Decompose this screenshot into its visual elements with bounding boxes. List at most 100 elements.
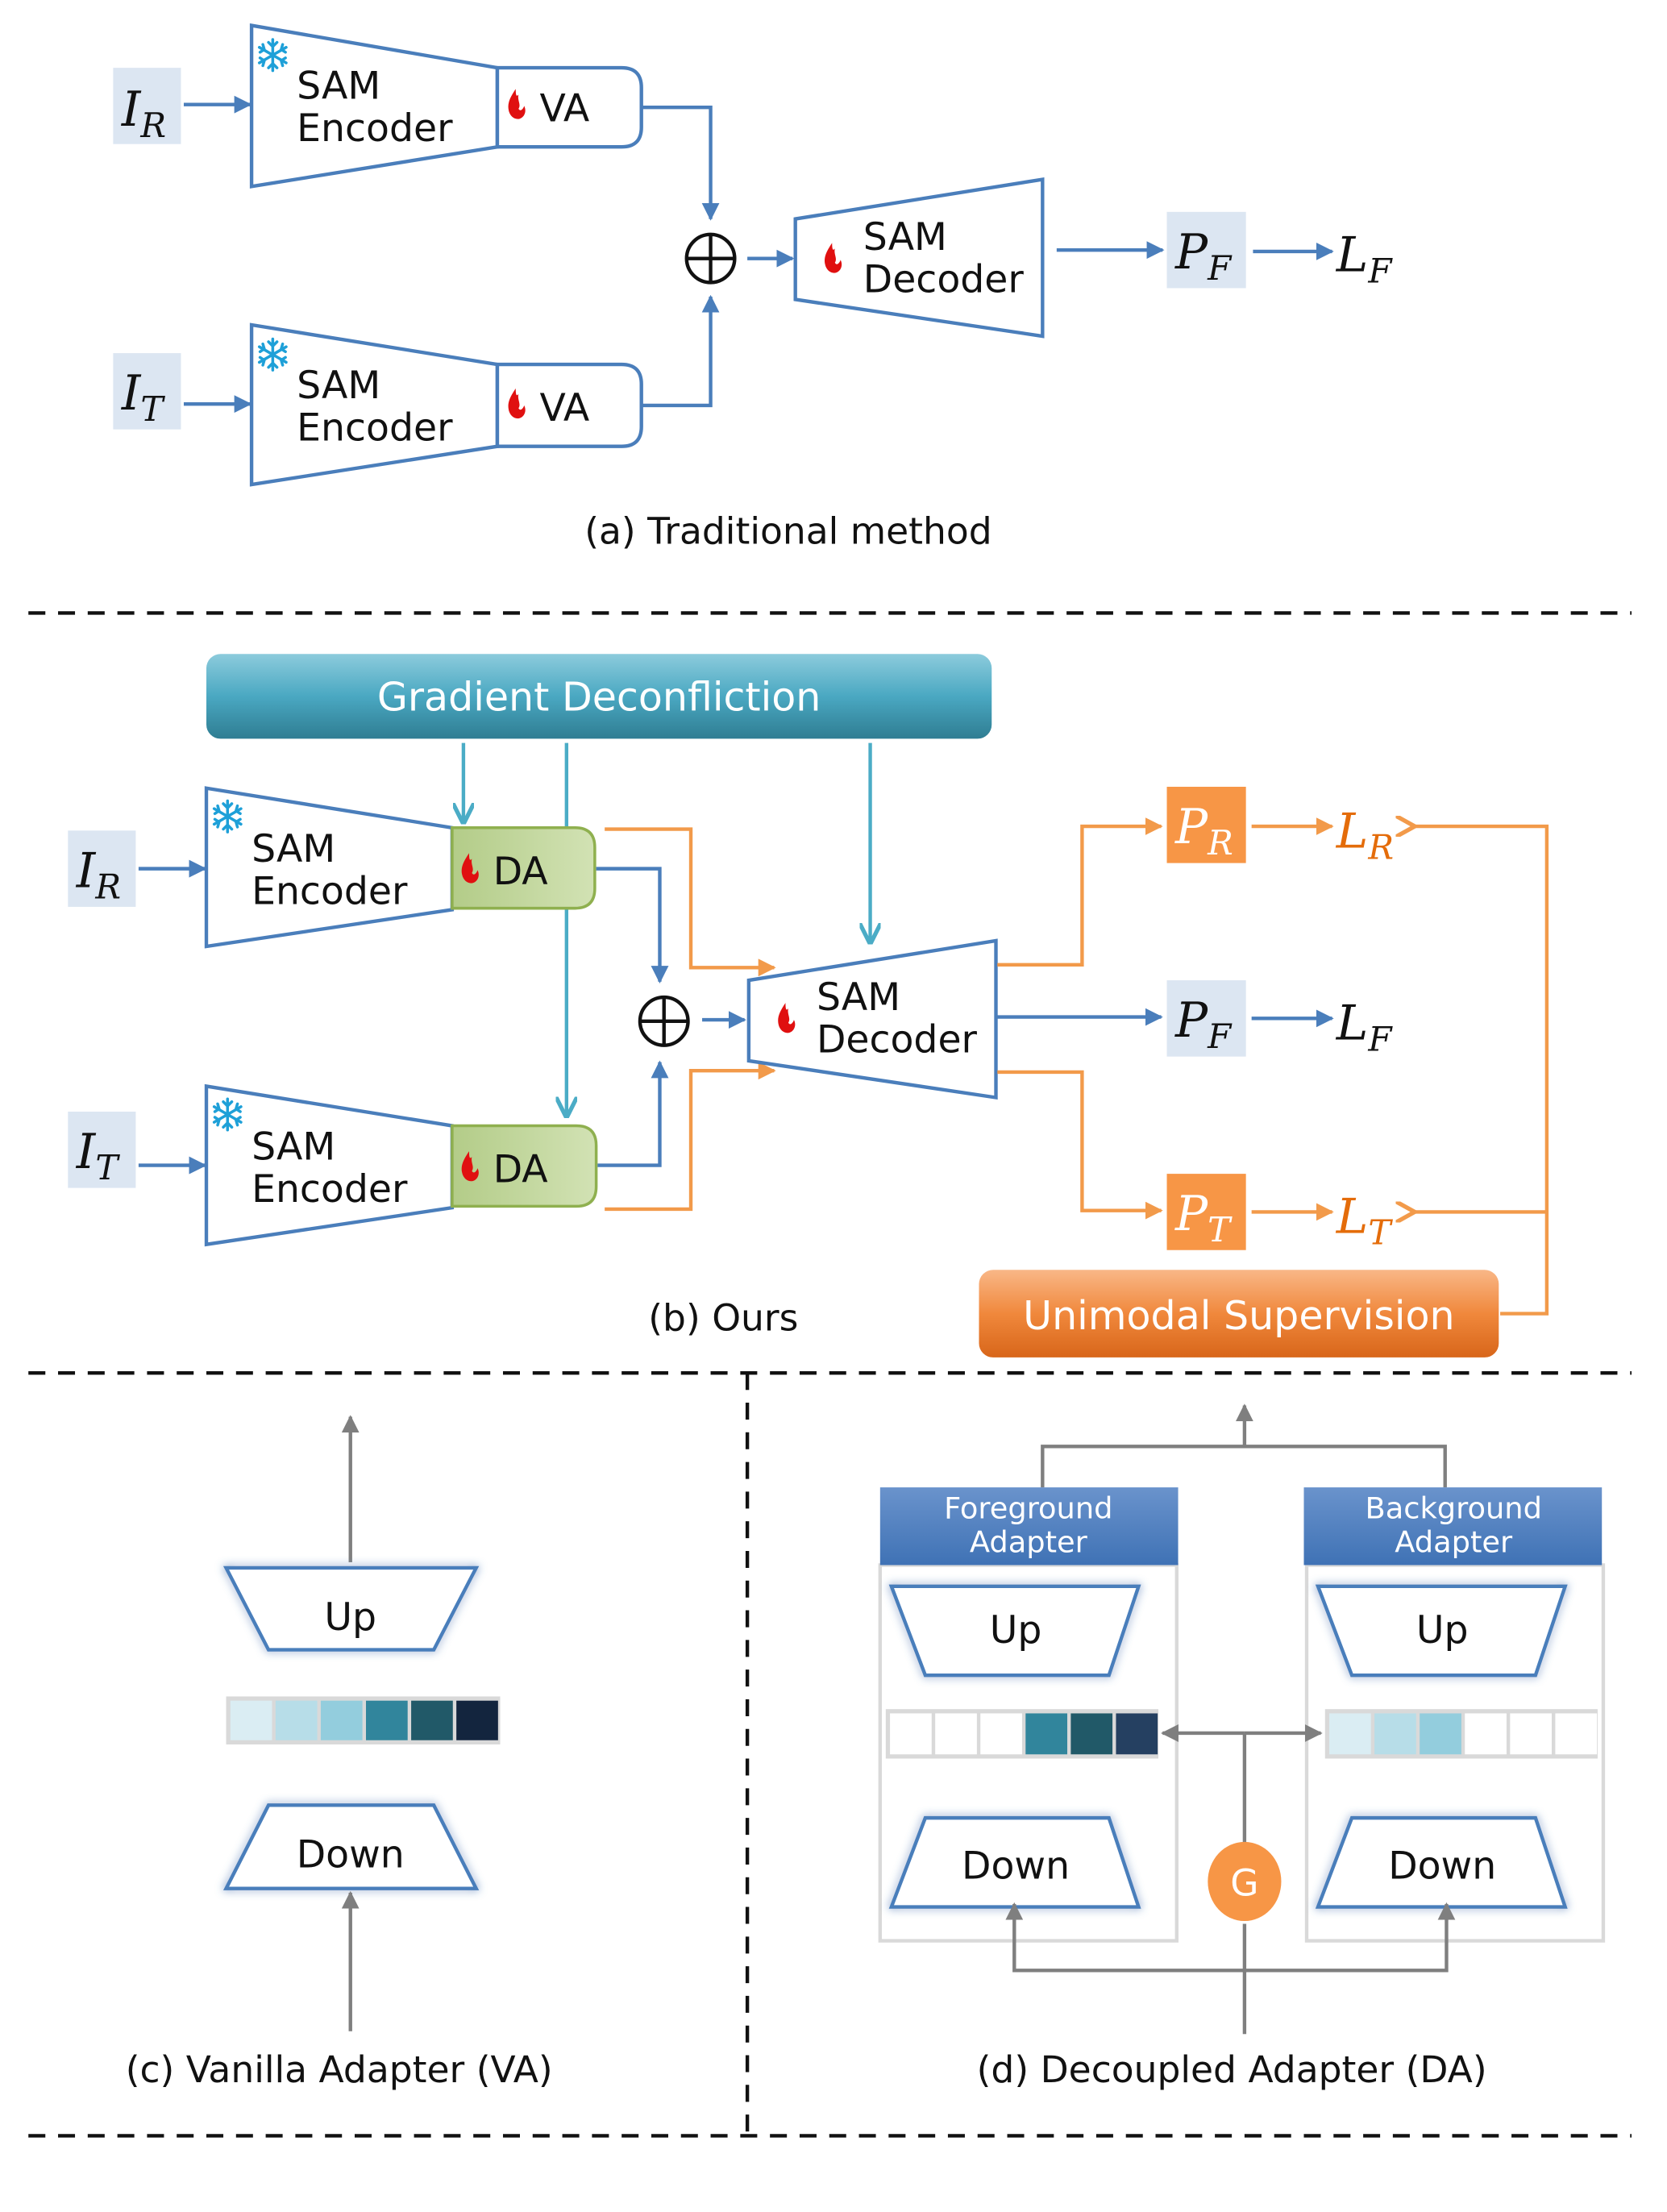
background-adapter-header: [1303, 1487, 1603, 1565]
caption-d: (d) Decoupled Adapter (DA): [977, 2048, 1487, 2091]
up-projection-fg: [888, 1584, 1141, 1678]
svg-text:DA: DA: [493, 1148, 548, 1192]
svg-text:SAM: SAM: [252, 827, 335, 871]
input-it-b: IT: [68, 1112, 136, 1188]
feature-cell: [411, 1700, 453, 1740]
svg-text:Up: Up: [324, 1595, 376, 1640]
caption-c: (c) Vanilla Adapter (VA): [126, 2048, 553, 2091]
input-ir-b: IR: [68, 830, 136, 907]
svg-text:IT: IT: [121, 366, 166, 429]
up-projection-c: [222, 1565, 480, 1652]
svg-text:PF: PF: [1174, 225, 1233, 288]
svg-text:Down: Down: [1388, 1844, 1496, 1888]
svg-text:Down: Down: [962, 1844, 1070, 1888]
sam-encoder-r-b: SAM Encoder: [204, 786, 455, 949]
svg-text:Encoder: Encoder: [297, 106, 453, 151]
feature-cell: [456, 1700, 498, 1740]
feature-cell: [1420, 1713, 1461, 1755]
svg-text:IR: IR: [121, 82, 166, 145]
prediction-pf-b: PF: [1166, 980, 1246, 1057]
up-projection-bg: [1315, 1584, 1568, 1678]
loss-lr: LR: [1336, 804, 1394, 867]
svg-text:Down: Down: [297, 1832, 405, 1877]
svg-text:PT: PT: [1174, 1187, 1233, 1249]
foreground-adapter-header: [879, 1487, 1179, 1565]
svg-text:SAM: SAM: [863, 215, 947, 260]
prediction-pf-a: PF: [1166, 211, 1246, 289]
orange-da-r-to-decoder: [605, 827, 776, 977]
vanilla-adapter-t: VA: [495, 362, 643, 448]
caption-b: (b) Ours: [648, 1297, 798, 1340]
gate-g-node: G: [1208, 1841, 1282, 1922]
arrow-da-t-to-fusion: [597, 1060, 669, 1167]
foreground-adapter: Foreground Adapter Up Down: [878, 1487, 1179, 1943]
svg-text:Up: Up: [1416, 1608, 1469, 1653]
svg-text:G: G: [1230, 1861, 1258, 1904]
feature-cell: [1374, 1713, 1416, 1755]
feature-cell: [1116, 1713, 1158, 1755]
arrow-va-t-to-fusion: [642, 294, 720, 408]
svg-text:Encoder: Encoder: [252, 869, 408, 913]
orange-decoder-to-pt: [997, 1070, 1163, 1220]
orange-da-t-to-decoder: [605, 1062, 776, 1212]
feature-cell: [890, 1713, 932, 1755]
feature-cell: [366, 1700, 408, 1740]
vanilla-adapter-r: VA: [495, 65, 643, 149]
panel-b-ours: Gradient Deconfliction IR SAM Encoder DA: [68, 654, 1549, 1358]
feature-cell: [1025, 1713, 1067, 1755]
svg-text:Encoder: Encoder: [297, 406, 453, 451]
background-adapter: Background Adapter Up Down: [1303, 1487, 1606, 1943]
svg-text:Decoder: Decoder: [817, 1017, 978, 1062]
svg-text:Adapter: Adapter: [970, 1525, 1088, 1560]
svg-text:Up: Up: [990, 1608, 1042, 1653]
decoupled-adapter-r: DA: [451, 826, 597, 910]
svg-text:Gradient Deconfliction: Gradient Deconfliction: [377, 673, 821, 720]
feature-cell: [230, 1700, 272, 1740]
svg-text:Foreground: Foreground: [944, 1491, 1112, 1526]
svg-text:VA: VA: [540, 87, 590, 131]
svg-text:VA: VA: [540, 386, 590, 430]
loss-lf-a: LF: [1336, 227, 1394, 290]
sam-decoder-b: SAM Decoder: [746, 938, 998, 1100]
down-projection-c: [222, 1803, 480, 1890]
svg-text:DA: DA: [493, 850, 548, 894]
fusion-add-icon: [684, 232, 737, 285]
feature-cell: [1555, 1713, 1598, 1755]
down-projection-bg: [1315, 1815, 1568, 1909]
svg-text:IR: IR: [76, 843, 121, 906]
svg-text:Unimodal Supervision: Unimodal Supervision: [1023, 1292, 1454, 1339]
arrow-da-r-to-fusion: [596, 867, 669, 983]
panel-d-decoupled-adapter: Foreground Adapter Up Down Background Ad…: [878, 1403, 1606, 2091]
svg-text:PR: PR: [1174, 800, 1233, 863]
feature-cell: [1070, 1713, 1113, 1755]
svg-text:SAM: SAM: [252, 1125, 335, 1170]
caption-a: (a) Traditional method: [584, 510, 991, 553]
loss-lf-b: LF: [1336, 996, 1394, 1059]
prediction-pt: PT: [1166, 1174, 1246, 1250]
decoupled-adapter-t: DA: [451, 1124, 598, 1208]
svg-text:Encoder: Encoder: [252, 1167, 408, 1212]
svg-text:Decoder: Decoder: [863, 258, 1025, 302]
sam-decoder-a: SAM Decoder: [793, 177, 1045, 339]
feature-cell: [935, 1713, 977, 1755]
svg-text:Background: Background: [1366, 1491, 1542, 1526]
gradient-deconfliction-bar: Gradient Deconfliction: [206, 654, 992, 739]
input-it: IT: [113, 353, 181, 430]
panel-a-traditional: IR SAM Encoder VA IT SAM Encoder: [113, 23, 1394, 553]
feature-cell: [320, 1700, 363, 1740]
svg-text:SAM: SAM: [817, 975, 900, 1020]
panel-c-vanilla-adapter: Up Down (c) Vanilla Adapter (VA): [126, 1415, 553, 2091]
svg-text:Adapter: Adapter: [1395, 1525, 1513, 1560]
feature-cell: [275, 1700, 318, 1740]
loss-lt: LT: [1336, 1190, 1394, 1253]
input-split-d: [1005, 1902, 1456, 1973]
feature-cell: [980, 1713, 1022, 1755]
supervision-to-lr: [1412, 826, 1549, 1316]
sam-encoder-r: SAM Encoder: [249, 23, 500, 189]
orange-decoder-to-pr: [997, 817, 1163, 967]
svg-text:PF: PF: [1174, 993, 1233, 1056]
feature-cell: [1329, 1713, 1371, 1755]
feature-cell: [1510, 1713, 1553, 1755]
sam-encoder-t: SAM Encoder: [249, 322, 500, 487]
